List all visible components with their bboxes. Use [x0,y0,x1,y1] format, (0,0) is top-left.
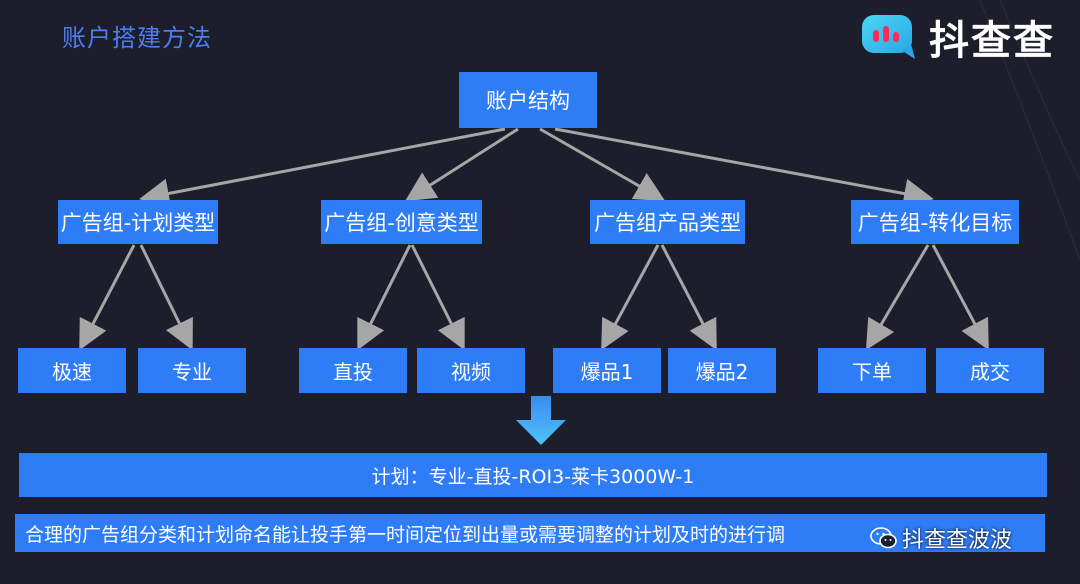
down-arrow-icon [516,396,566,445]
wechat-icon [870,527,897,549]
leaf-node-hot-product-2: 爆品2 [668,348,776,393]
arrow-cat4-to-leaf2 [931,244,989,351]
category-node-product-type: 广告组产品类型 [590,200,745,244]
leaf-node-order: 下单 [818,348,926,393]
leaf-node-video: 视频 [417,348,525,393]
arrow-cat1-to-leaf2 [139,244,193,351]
arrow-root-to-cat2 [404,127,519,202]
arrow-cat2-to-leaf2 [410,244,465,351]
watermark-text: 抖查查波波 [902,528,1013,553]
summary-text-content: 合理的广告组分类和计划命名能让投手第一时间定位到出量或需要调整的计划及时的进行调 [25,523,786,546]
arrow-cat4-to-leaf1 [865,244,930,351]
arrow-root-to-cat4 [554,127,934,209]
arrow-root-to-cat1 [139,127,506,209]
arrow-root-to-cat3 [539,127,666,201]
logo-text: 抖查查 [929,18,1055,64]
chat-bubble-bars-icon [862,15,915,59]
leaf-node-direct: 直投 [299,348,407,393]
arrow-cat2-to-leaf1 [357,244,412,351]
category-node-plan-type: 广告组-计划类型 [58,200,218,244]
watermark: 抖查查波波 [870,522,1012,554]
plan-naming-example: 计划：专业-直投-ROI3-莱卡3000W-1 [19,453,1047,497]
page-title: 账户搭建方法 [62,24,212,52]
leaf-node-deal: 成交 [936,348,1044,393]
leaf-node-pro: 专业 [138,348,246,393]
summary-text: 合理的广告组分类和计划命名能让投手第一时间定位到出量或需要调整的计划及时的进行调 [15,514,1045,552]
category-node-conversion-goal: 广告组-转化目标 [851,200,1019,244]
leaf-node-speed: 极速 [18,348,126,393]
leaf-node-hot-product-1: 爆品1 [553,348,661,393]
logo: 抖查查 [861,8,1055,66]
diagram-root-node: 账户结构 [459,72,597,128]
arrow-cat3-to-leaf1 [601,244,660,351]
arrow-cat1-to-leaf1 [79,244,136,351]
category-node-creative-type: 广告组-创意类型 [321,200,482,244]
arrow-cat3-to-leaf2 [660,244,717,351]
